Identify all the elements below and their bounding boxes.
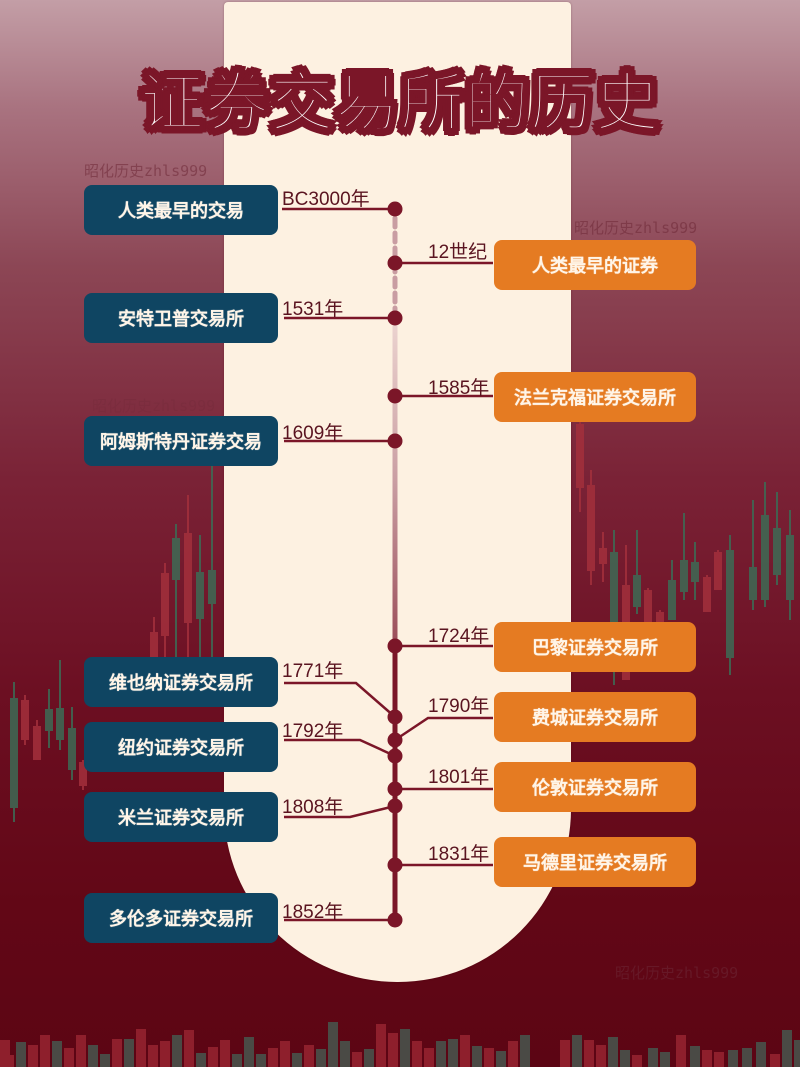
timeline-event-box: 人类最早的交易 bbox=[84, 185, 278, 235]
timeline-event-box: 法兰克福证券交易所 bbox=[494, 372, 696, 422]
timeline-event-label: 法兰克福证券交易所 bbox=[514, 388, 676, 409]
timeline-year: 1790年 bbox=[428, 696, 490, 717]
timeline-event-box: 多伦多证券交易所 bbox=[84, 893, 278, 943]
timeline-event-label: 纽约证券交易所 bbox=[118, 738, 244, 759]
timeline-event-label: 马德里证券交易所 bbox=[523, 853, 667, 874]
timeline-event-box: 纽约证券交易所 bbox=[84, 722, 278, 772]
timeline-year: BC3000年 bbox=[282, 189, 370, 210]
timeline-event-label: 人类最早的交易 bbox=[118, 201, 244, 222]
timeline-year: 1771年 bbox=[282, 661, 344, 682]
watermark: 昭化历史zhls999 bbox=[84, 162, 208, 180]
timeline-event-box: 米兰证券交易所 bbox=[84, 792, 278, 842]
timeline-event-label: 米兰证券交易所 bbox=[118, 808, 244, 829]
timeline-year: 1531年 bbox=[282, 299, 344, 320]
timeline-year: 1609年 bbox=[282, 423, 344, 444]
timeline-event-box: 伦敦证券交易所 bbox=[494, 762, 696, 812]
timeline-year: 1801年 bbox=[428, 767, 490, 788]
watermark: 昭化历史zhls999 bbox=[92, 397, 216, 415]
timeline-event-label: 巴黎证券交易所 bbox=[532, 638, 658, 659]
page-title: 证券交易所的历史 bbox=[139, 66, 660, 142]
timeline-year: 1724年 bbox=[428, 626, 490, 647]
timeline-event-label: 多伦多证券交易所 bbox=[109, 909, 253, 930]
timeline-year: 1831年 bbox=[428, 844, 490, 865]
watermark: 昭化历史zhls999 bbox=[615, 964, 739, 982]
timeline-event-label: 伦敦证券交易所 bbox=[532, 778, 658, 799]
timeline-event-box: 维也纳证券交易所 bbox=[84, 657, 278, 707]
timeline-year: 1585年 bbox=[428, 378, 490, 399]
timeline-event-box: 阿姆斯特丹证券交易 bbox=[84, 416, 278, 466]
watermark: 昭化历史zhls999 bbox=[574, 219, 698, 237]
candles-left bbox=[10, 465, 216, 822]
timeline-event-label: 费城证券交易所 bbox=[532, 708, 658, 729]
candles-right bbox=[576, 420, 794, 685]
timeline-event-label: 阿姆斯特丹证券交易 bbox=[100, 432, 262, 453]
timeline-event-label: 安特卫普交易所 bbox=[118, 309, 244, 330]
timeline-year: 12世纪 bbox=[428, 242, 488, 263]
timeline-year: 1792年 bbox=[282, 721, 344, 742]
timeline-year: 1852年 bbox=[282, 902, 344, 923]
timeline-event-label: 人类最早的证券 bbox=[532, 256, 658, 277]
timeline-event-box: 马德里证券交易所 bbox=[494, 837, 696, 887]
timeline-event-box: 人类最早的证券 bbox=[494, 240, 696, 290]
timeline-event-box: 费城证券交易所 bbox=[494, 692, 696, 742]
timeline-year: 1808年 bbox=[282, 797, 344, 818]
timeline-event-box: 巴黎证券交易所 bbox=[494, 622, 696, 672]
timeline-event-label: 维也纳证券交易所 bbox=[109, 673, 253, 694]
timeline-event-box: 安特卫普交易所 bbox=[84, 293, 278, 343]
